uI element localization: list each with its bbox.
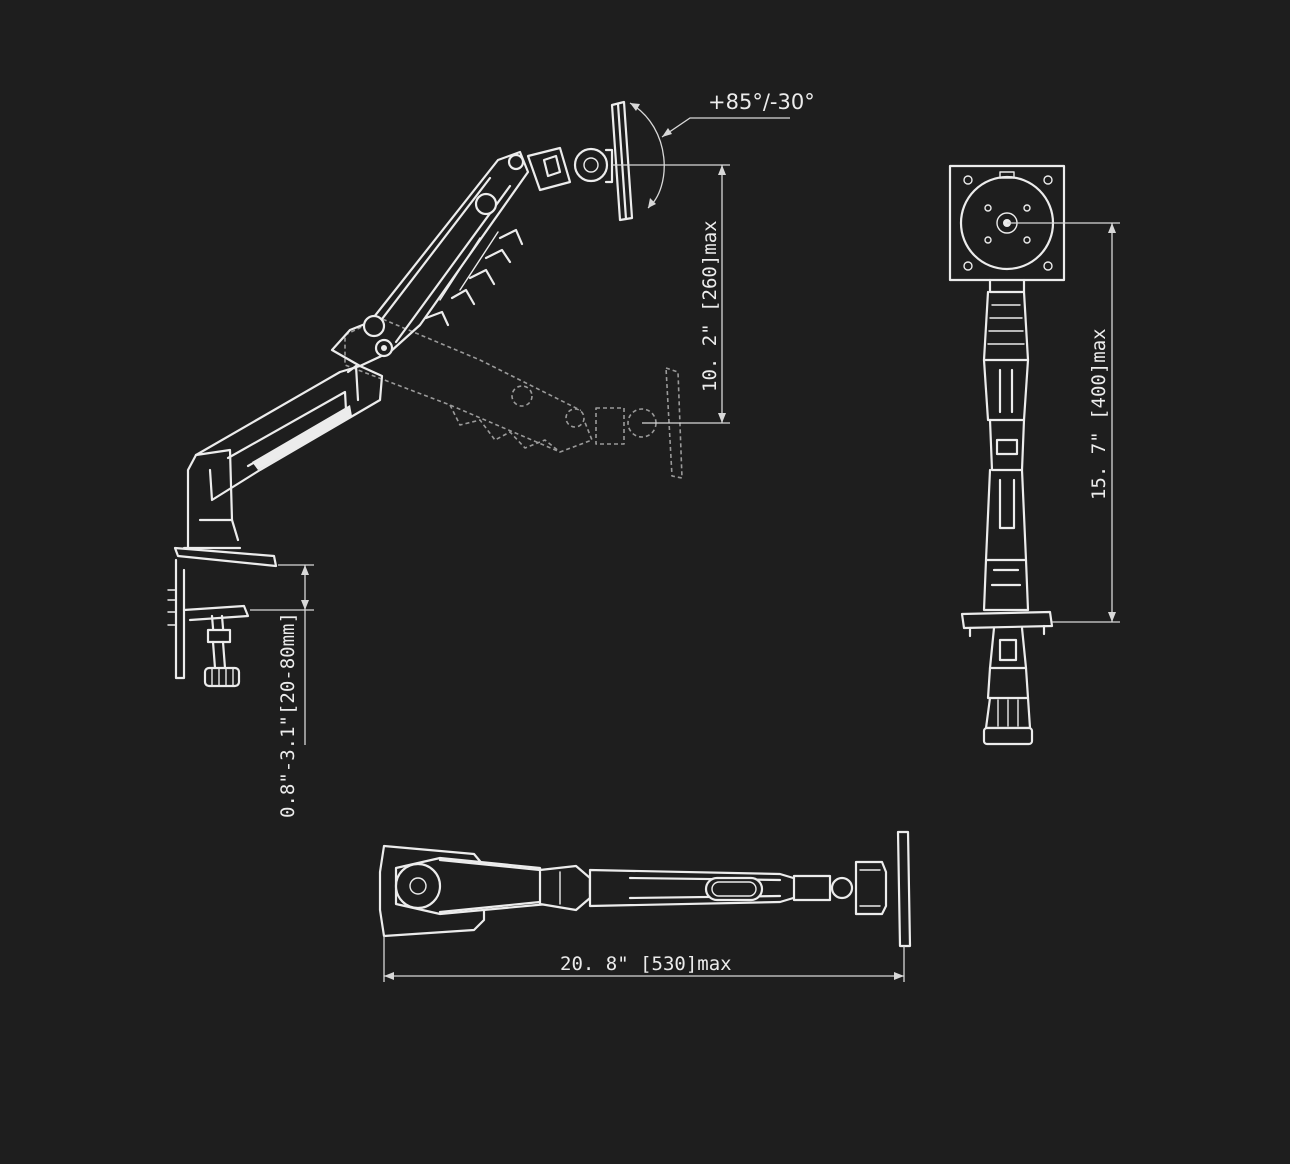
horizontal-reach-label: 20. 8" [530]max bbox=[560, 953, 732, 975]
vertical-reach-dimension: 15. 7" [400]max bbox=[1007, 222, 1120, 623]
clamp-thickness-dimension: 0.8"-3.1"[20-80mm] bbox=[250, 564, 314, 818]
tilt-indicator: +85°/-30° bbox=[629, 90, 815, 209]
upper-arm-lowered-ghost bbox=[344, 317, 683, 479]
top-upper-arm bbox=[588, 868, 802, 908]
vertical-reach-label: 15. 7" [400]max bbox=[1088, 328, 1110, 500]
side-view: +85°/-30° 10. 2" [260]max 0.8"-3.1"[20-8… bbox=[167, 90, 815, 818]
desk-clamp bbox=[167, 546, 278, 688]
clamp-thickness-label: 0.8"-3.1"[20-80mm] bbox=[277, 612, 299, 818]
height-range-dimension: 10. 2" [260]max bbox=[612, 164, 730, 424]
top-elbow-joint bbox=[538, 864, 592, 912]
top-monitor-plate bbox=[896, 830, 912, 948]
front-arm-column bbox=[982, 278, 1030, 612]
lower-arm bbox=[182, 364, 384, 550]
front-clamp bbox=[960, 610, 1054, 746]
tilt-angle-label: +85°/-30° bbox=[708, 90, 815, 114]
horizontal-reach-dimension: 20. 8" [530]max bbox=[383, 936, 905, 982]
front-view: 15. 7" [400]max bbox=[948, 164, 1120, 746]
height-range-label: 10. 2" [260]max bbox=[699, 220, 721, 392]
top-view: 20. 8" [530]max bbox=[378, 830, 912, 982]
top-head bbox=[792, 874, 832, 902]
upper-arm bbox=[330, 100, 634, 368]
